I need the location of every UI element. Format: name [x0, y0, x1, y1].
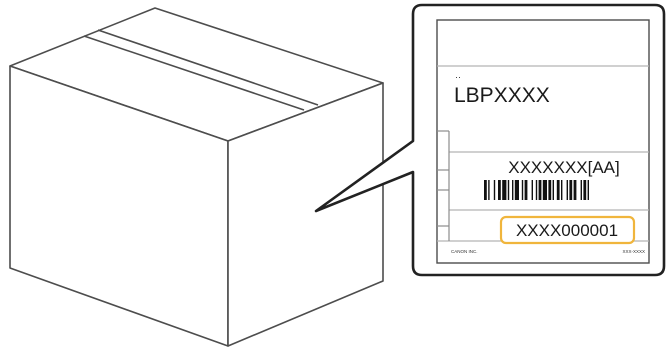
barcode-bar: [574, 180, 577, 200]
manufacturer-text: CANON INC.: [451, 249, 478, 254]
product-code: XXXXXXX[AA]: [508, 158, 620, 177]
barcode-bar: [548, 180, 551, 200]
barcode-bar: [536, 180, 537, 200]
footer-code: XXX-XXXX: [622, 249, 645, 254]
barcode-bar: [502, 180, 506, 200]
box-icon: [10, 8, 383, 346]
barcode-bar: [515, 180, 519, 200]
barcode-bar: [569, 180, 572, 200]
barcode-bar: [539, 180, 542, 200]
serial-number: XXXX000001: [516, 221, 618, 240]
model-umlaut: ··: [455, 72, 461, 82]
barcode-bar: [532, 180, 533, 200]
barcode-bar: [543, 180, 547, 200]
barcode-bar: [525, 180, 528, 200]
barcode-bar: [588, 180, 589, 200]
barcode-bar: [567, 180, 568, 200]
barcode-bar: [498, 180, 501, 200]
barcode-bar: [553, 180, 554, 200]
barcode-bar: [512, 180, 513, 200]
barcode-bar: [581, 180, 582, 200]
barcode-bar: [561, 180, 562, 200]
barcode-bar: [488, 180, 489, 200]
model-name: LBPXXXX: [454, 84, 550, 107]
barcode-bar: [494, 180, 495, 200]
barcode-bar: [484, 180, 487, 200]
barcode-bar: [522, 180, 523, 200]
barcode-bar: [557, 180, 560, 200]
product-label: LBPXXXX ·· XXXXXXX[AA] XXXX000001 CANON …: [437, 20, 649, 263]
barcode-bar: [508, 180, 509, 200]
barcode-bar: [583, 180, 586, 200]
